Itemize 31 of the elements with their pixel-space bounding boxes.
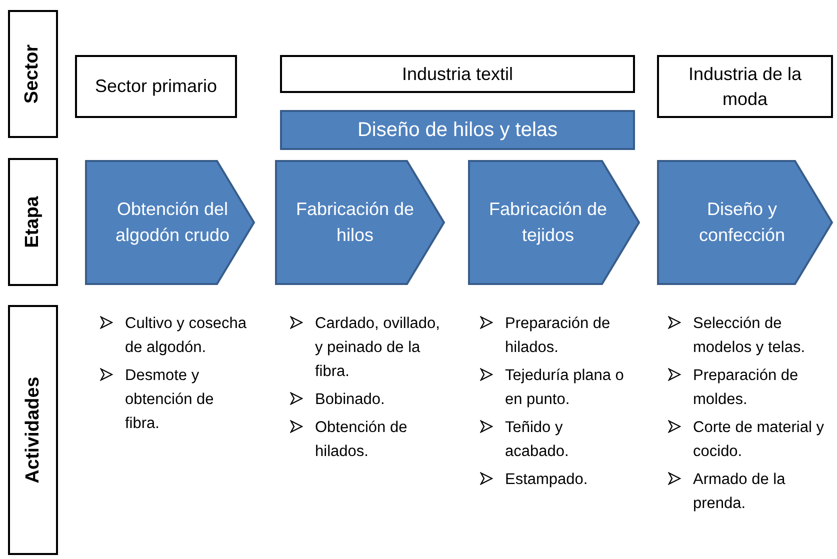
sector-box bbox=[657, 55, 833, 118]
banner-bar bbox=[280, 110, 635, 150]
activity-item: Corte de material y cocido. bbox=[693, 418, 825, 462]
sector-box bbox=[280, 55, 635, 93]
stage-title: Fabricación de hilos bbox=[294, 198, 416, 246]
activity-item: Selección de modelos y telas. bbox=[693, 314, 806, 358]
activity-item: Bobinado. bbox=[315, 390, 385, 410]
sector-title: Sector primario bbox=[94, 75, 218, 98]
row-title: Etapa bbox=[22, 196, 44, 248]
row-title: Actividades bbox=[22, 376, 44, 484]
sector-title: Industria de la moda bbox=[687, 63, 803, 110]
sector-title: Industria textil bbox=[402, 62, 514, 86]
stage-title: Fabricación de tejidos bbox=[488, 198, 608, 247]
activity-item: Teñido y acabado. bbox=[505, 418, 570, 462]
row-header bbox=[8, 158, 58, 286]
activity-item: Tejeduría plana o en punto. bbox=[505, 366, 625, 410]
activity-item: Desmote y obtención de fibra. bbox=[125, 366, 215, 434]
stage-title: Diseño y confección bbox=[698, 198, 786, 246]
banner-title: Diseño de hilos y telas bbox=[357, 118, 558, 142]
row-header bbox=[8, 10, 58, 138]
activity-item: Armado de la prenda. bbox=[693, 470, 786, 514]
activity-item: Preparación de moldes. bbox=[693, 366, 800, 410]
activity-item: Cardado, ovillado, y peinado de la fibra. bbox=[315, 314, 440, 382]
sector-box bbox=[75, 55, 237, 118]
activity-item: Estampado. bbox=[505, 470, 588, 490]
activity-item: Obtención de hilados. bbox=[315, 418, 408, 462]
stage-title: Obtención del algodón crudo bbox=[114, 198, 231, 247]
activity-item: Cultivo y cosecha de algodón. bbox=[125, 314, 248, 358]
row-header bbox=[8, 305, 58, 555]
activity-item: Preparación de hilados. bbox=[505, 314, 612, 358]
row-title: Sector bbox=[22, 44, 44, 104]
